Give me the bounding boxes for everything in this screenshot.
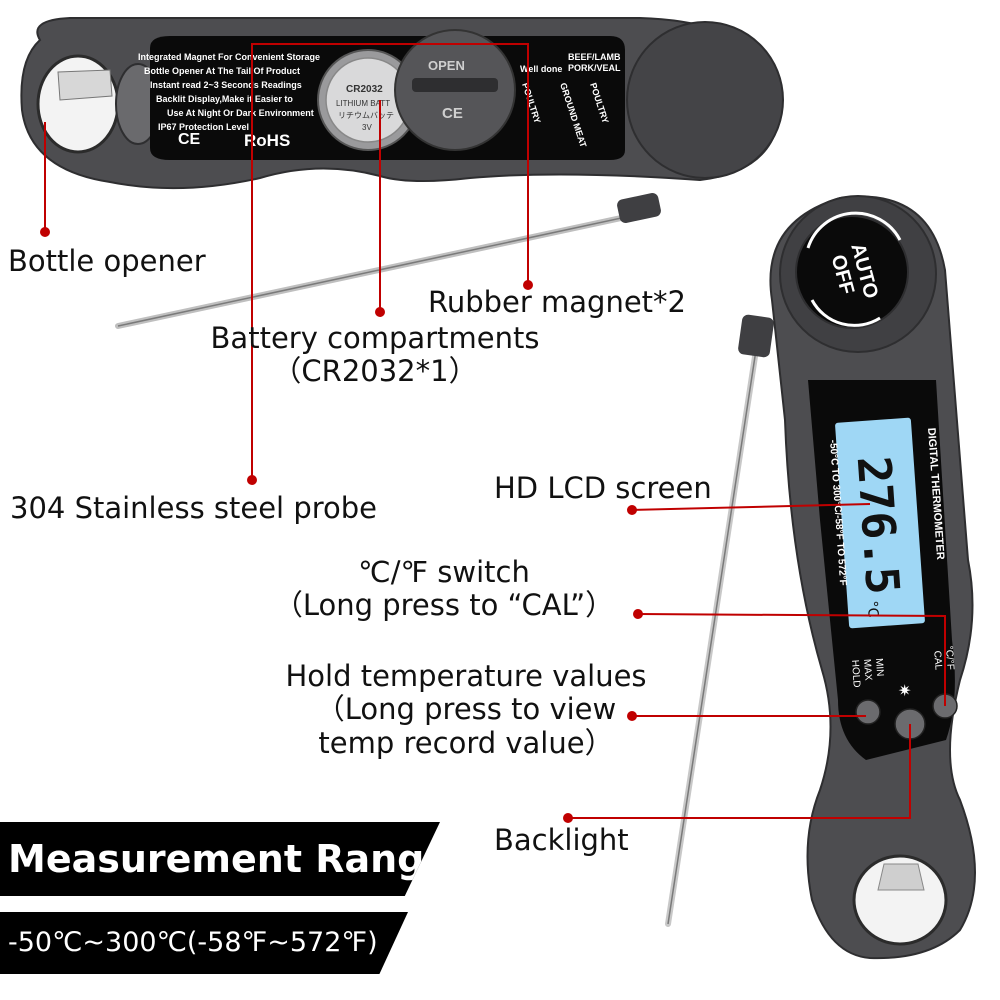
- label-rubber-magnet: Rubber magnet*2: [428, 285, 686, 319]
- label-hold: Hold temperature values （Long press to v…: [268, 659, 664, 760]
- top-ce-mark: CE: [178, 131, 201, 148]
- label-lcd-screen: HD LCD screen: [494, 471, 712, 505]
- label-hold-line-3: temp record value）: [318, 725, 614, 760]
- leader-dot-backlight: [563, 813, 573, 823]
- hold-max-min-button[interactable]: [855, 699, 881, 725]
- label-backlight: Backlight: [494, 823, 629, 857]
- top-opener-tab: [57, 69, 113, 101]
- label-battery: Battery compartments （CR2032*1）: [200, 321, 550, 389]
- label-probe: 304 Stainless steel probe: [10, 491, 378, 525]
- label-switch-line-1: ℃/℉ switch: [358, 555, 530, 589]
- hold-label-3: MIN: [873, 658, 885, 677]
- side-probe-edge: [667, 349, 757, 925]
- leader-lcd: [631, 503, 871, 511]
- feature-text-5: IP67 Protection Level: [158, 122, 249, 132]
- leader-dot-switch: [633, 609, 643, 619]
- top-rohs-mark: RoHS: [244, 131, 290, 150]
- label-battery-line-2: （CR2032*1）: [272, 354, 478, 389]
- doneness-item-0: Well done: [520, 64, 562, 74]
- feature-text-1: Bottle Opener At The Tail Of Product: [144, 66, 300, 76]
- battery-text-3: リチウムバッテ: [338, 111, 394, 120]
- measurement-range-value: -50℃~300℃(-58℉~572℉): [0, 912, 408, 974]
- leader-dot-probe: [247, 475, 257, 485]
- battery-text-4: 3V: [362, 123, 372, 132]
- leader-switch: [637, 613, 946, 706]
- label-switch: ℃/℉ switch （Long press to “CAL”）: [250, 555, 638, 623]
- feature-text-4: Use At Night Or Dark Environment: [167, 108, 314, 118]
- battery-cover-slot: [412, 78, 498, 92]
- auto-off-arc: [806, 211, 902, 249]
- leader-rubber-magnet: [251, 43, 529, 300]
- leader-dot-bottle-opener: [40, 227, 50, 237]
- feature-text-3: Backlit Display,Make it Easier to: [156, 94, 293, 104]
- feature-text-2: Instant read 2~3 Seconds Readings: [150, 80, 302, 90]
- leader-dot-battery: [375, 307, 385, 317]
- label-bottle-opener: Bottle opener: [8, 244, 206, 278]
- label-switch-line-2: （Long press to “CAL”）: [273, 588, 615, 623]
- lcd-unit: °C: [864, 600, 881, 618]
- measurement-range-title: Measurement Range:: [0, 822, 440, 896]
- label-battery-line-1: Battery compartments: [210, 321, 540, 355]
- top-head: [626, 21, 784, 179]
- label-hold-line-1: Hold temperature values: [285, 659, 647, 693]
- probe-hinge: [617, 193, 661, 223]
- auto-off-arc-bottom: [810, 299, 881, 327]
- battery-text-1: CR2032: [346, 84, 383, 95]
- side-opener-hole: [852, 854, 948, 946]
- top-thermometer: Integrated Magnet For Convenient Storage…: [20, 17, 784, 329]
- side-probe-hinge: [738, 314, 774, 358]
- leader-lines: [40, 43, 946, 823]
- auto-off-dial: [795, 215, 909, 329]
- backlight-symbol: ✷: [898, 681, 911, 700]
- doneness-header-2: PORK/VEAL: [568, 63, 621, 73]
- leader-backlight: [568, 724, 911, 819]
- hold-label-1: HOLD: [849, 659, 862, 687]
- lcd-screen: [835, 417, 925, 629]
- doneness-header-1: BEEF/LAMB: [568, 52, 621, 62]
- hold-label-2: MAX: [861, 659, 874, 682]
- side-opener-tab: [877, 863, 925, 891]
- leader-dot-hold: [627, 711, 637, 721]
- leader-dot-rubber-magnet: [523, 280, 533, 290]
- cal-label-2: CAL: [931, 650, 943, 671]
- battery-text-2: LITHIUM BATT: [336, 99, 390, 108]
- feature-text-0: Integrated Magnet For Convenient Storage: [138, 52, 320, 62]
- lcd-reading: 276.5: [847, 454, 911, 596]
- battery-cover-ce-text: CE: [442, 105, 463, 122]
- side-thermometer: AUTO OFF 276.5 °C DIGITAL THERMOMETER -5…: [665, 195, 976, 960]
- battery-cover-open-text: OPEN: [428, 58, 465, 73]
- label-hold-line-2: （Long press to view: [315, 692, 617, 727]
- leader-dot-lcd: [627, 505, 637, 515]
- cal-label-1: °C/°F: [943, 645, 956, 670]
